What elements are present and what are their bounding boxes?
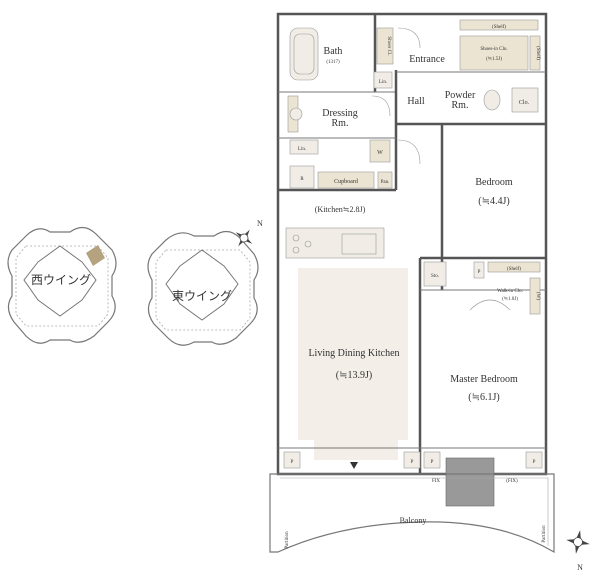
unit-location-marker	[86, 245, 105, 266]
west-wing-key: 西ウイング	[7, 226, 117, 344]
shelf-wic-label: (Shelf)	[507, 267, 521, 272]
ldk-size: (≒13.9J)	[336, 370, 372, 381]
compass-n-label: N	[577, 563, 583, 572]
cupboard-label: Cupboard	[334, 179, 358, 185]
refrigerator-label: R	[300, 177, 304, 182]
shoes-closet-label: Shoes Cl.	[386, 36, 391, 55]
shoes-in-closet-label: Shoes-in Clo.	[480, 47, 507, 52]
east-wing-label: 東ウイング	[172, 289, 232, 303]
closet-label: Clo.	[519, 100, 530, 106]
bedroom-label: Bedroom	[475, 177, 512, 188]
pipe-space-3: P	[411, 460, 414, 465]
ldk-highlight	[298, 268, 408, 460]
compass-small-n: N	[257, 219, 263, 228]
toilet	[483, 89, 501, 111]
partition-2-label: Partition	[542, 525, 547, 543]
fix-label-1: FIX	[432, 479, 440, 484]
kitchen-sink	[341, 233, 377, 255]
dressing-rm-label: Rm.	[332, 118, 349, 129]
bath-size: (1317)	[326, 60, 340, 65]
shoes-closet	[376, 27, 394, 65]
linen-2-label: Lin.	[298, 147, 306, 152]
compass-rose	[566, 530, 590, 554]
shelf-top-label: (Shelf)	[492, 25, 506, 30]
ldk-label: Living Dining Kitchen	[308, 348, 399, 359]
washer-space	[369, 139, 391, 163]
powder-rm-label: Rm.	[452, 100, 469, 111]
linen-1-label: Lin.	[379, 80, 387, 85]
walk-in-closet-label: Walk-in Clo.	[497, 289, 523, 294]
powder-label: Powder	[445, 90, 476, 101]
washer-label: W	[377, 150, 383, 156]
pipe-space-2: P	[291, 460, 294, 465]
storage-label: Sto.	[431, 274, 439, 279]
fix-label-2: (FIX)	[506, 479, 518, 484]
balcony-label: Balcony	[400, 516, 427, 525]
pipe-space-5: P	[533, 460, 536, 465]
entrance-label: Entrance	[409, 54, 445, 65]
master-bedroom-size: (≒6.1J)	[468, 392, 499, 403]
pipe-space-4: P	[431, 460, 434, 465]
shoes-in-size: (≒1.5J)	[486, 56, 502, 62]
fixed-window-block	[445, 457, 495, 507]
bedroom-size: (≒4.4J)	[478, 196, 509, 207]
pantry-label: Pan.	[381, 180, 390, 185]
bath-label: Bath	[324, 46, 343, 57]
shoes-in-closet	[459, 35, 529, 71]
compass-rose-small	[235, 229, 253, 247]
west-wing-label: 西ウイング	[31, 273, 91, 287]
master-bedroom-label: Master Bedroom	[450, 374, 518, 385]
east-wing-key: 東ウイング	[147, 230, 259, 346]
kitchen-label: (Kitchen≒2.8J)	[315, 205, 366, 214]
dressing-label: Dressing	[322, 108, 358, 119]
pipe-space-1: P	[478, 270, 481, 275]
balcony-outline	[269, 473, 555, 554]
shelf-side-label: (Shelf)	[535, 46, 540, 60]
wic-w-label: (W)	[535, 292, 540, 300]
main-entry-marker	[350, 462, 358, 469]
hall-label: Hall	[407, 96, 424, 107]
partition-1-label: Partition	[285, 531, 290, 549]
walk-in-size: (≒1.0J)	[502, 296, 518, 302]
cupboard	[317, 171, 375, 189]
pantry	[377, 171, 393, 189]
washbasin	[289, 107, 303, 121]
